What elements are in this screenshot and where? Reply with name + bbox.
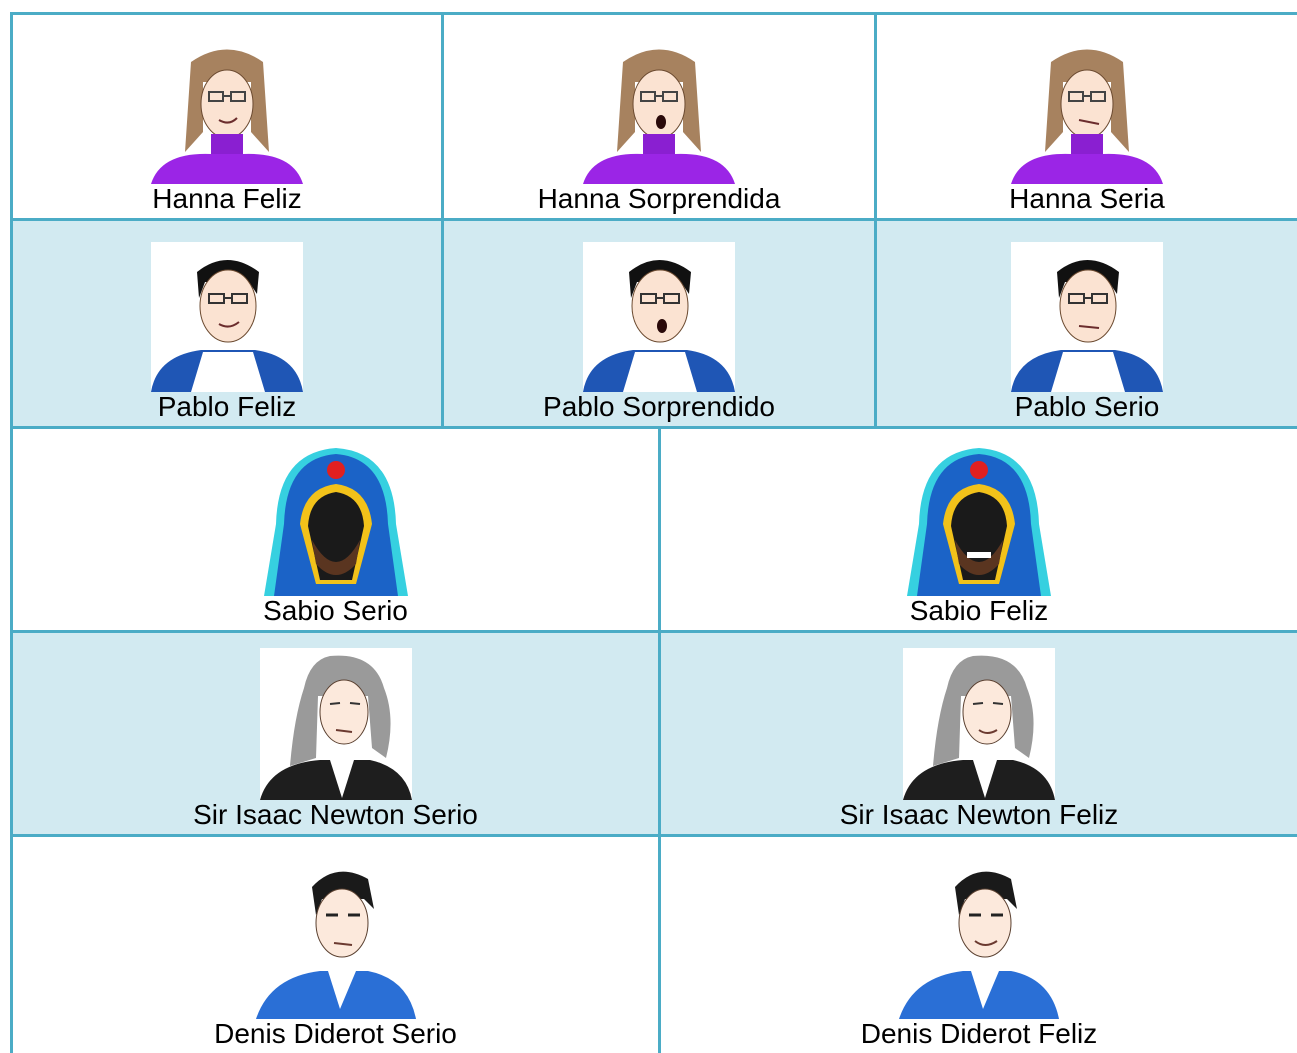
table-row-diderot: Denis Diderot Serio Denis Diderot Feliz xyxy=(13,837,1297,1053)
cell-hanna-happy: Hanna Feliz xyxy=(13,15,444,218)
cell-sabio-serious: Sabio Serio xyxy=(13,429,661,630)
cell-pablo-serious: Pablo Serio xyxy=(877,221,1297,426)
diderot-happy-portrait-icon xyxy=(899,859,1059,1019)
table-row-hanna: Hanna Feliz Hanna Sorprendida xyxy=(13,15,1297,221)
cell-label: Sabio Serio xyxy=(263,595,408,626)
newton-happy-portrait-icon xyxy=(903,648,1055,800)
table-row-pablo: Pablo Feliz Pablo Sorprendido xyxy=(13,221,1297,429)
cell-label: Denis Diderot Serio xyxy=(214,1018,457,1049)
cell-label: Sir Isaac Newton Feliz xyxy=(839,799,1119,830)
newton-serious-portrait-icon xyxy=(259,648,412,800)
hanna-happy-portrait-icon xyxy=(151,42,303,184)
cell-diderot-happy: Denis Diderot Feliz xyxy=(661,837,1297,1053)
cell-hanna-serious: Hanna Seria xyxy=(877,15,1297,218)
cell-label: Hanna Feliz xyxy=(152,183,302,214)
cell-label: Denis Diderot Feliz xyxy=(860,1018,1098,1049)
cell-pablo-surprised: Pablo Sorprendido xyxy=(444,221,877,426)
cell-label: Pablo Serio xyxy=(1014,391,1160,422)
character-table: Hanna Feliz Hanna Sorprendida xyxy=(10,12,1297,1053)
cell-diderot-serious: Denis Diderot Serio xyxy=(13,837,661,1053)
hanna-surprised-portrait-icon xyxy=(583,42,735,184)
sage-serious-portrait-icon xyxy=(259,444,412,596)
pablo-serious-portrait-icon xyxy=(1011,242,1163,392)
table-row-sabio: Sabio Serio Sabio Feliz xyxy=(13,429,1297,633)
cell-newton-happy: Sir Isaac Newton Feliz xyxy=(661,633,1297,834)
cell-label: Hanna Seria xyxy=(1009,183,1165,214)
sage-happy-portrait-icon xyxy=(903,444,1055,596)
cell-newton-serious: Sir Isaac Newton Serio xyxy=(13,633,661,834)
cell-label: Pablo Feliz xyxy=(157,391,297,422)
cell-label: Sir Isaac Newton Serio xyxy=(193,799,478,830)
cell-label: Hanna Sorprendida xyxy=(537,183,781,214)
pablo-happy-portrait-icon xyxy=(151,242,303,392)
cell-label: Pablo Sorprendido xyxy=(543,391,775,422)
cell-sabio-happy: Sabio Feliz xyxy=(661,429,1297,630)
table-row-newton: Sir Isaac Newton Serio Sir Isaac Newton … xyxy=(13,633,1297,837)
cell-label: Sabio Feliz xyxy=(909,595,1049,626)
hanna-serious-portrait-icon xyxy=(1011,42,1163,184)
diderot-serious-portrait-icon xyxy=(255,859,416,1019)
cell-pablo-happy: Pablo Feliz xyxy=(13,221,444,426)
pablo-surprised-portrait-icon xyxy=(583,242,735,392)
cell-hanna-surprised: Hanna Sorprendida xyxy=(444,15,877,218)
